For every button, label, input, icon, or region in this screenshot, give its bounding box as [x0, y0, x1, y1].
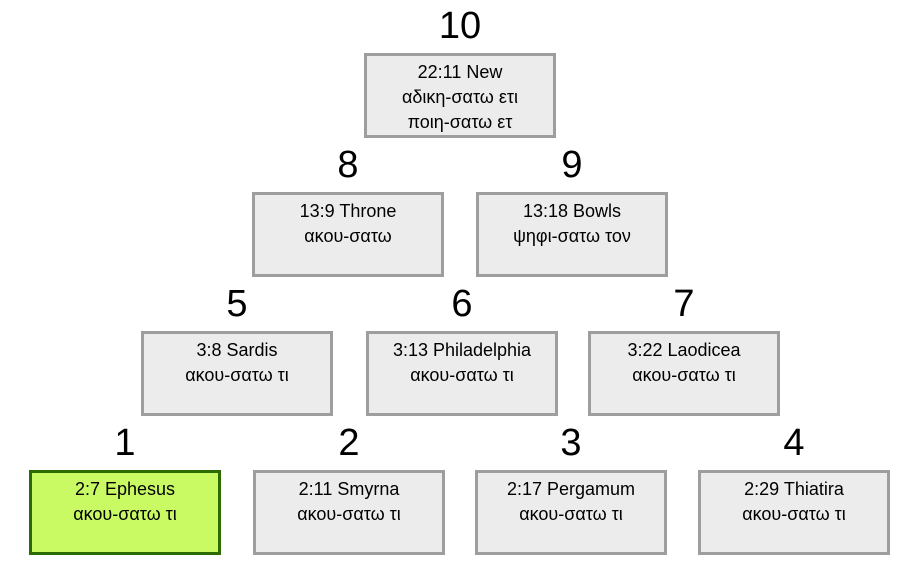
node-number: 8 [337, 144, 359, 186]
node-greek-text: ψηφι-σατω τον [513, 226, 631, 246]
node-ephesus: 1 2:7 Ephesus ακου-σατω τι [29, 421, 221, 555]
node-reference: 3:22 Laodicea [627, 340, 741, 360]
node-sardis: 5 3:8 Sardis ακου-σατω τι [141, 282, 333, 416]
node-box-sardis[interactable]: 3:8 Sardis ακου-σατω τι [141, 331, 333, 416]
node-greek-text: ακου-σατω τι [185, 365, 289, 385]
node-reference: 3:8 Sardis [196, 340, 278, 360]
node-bowls: 9 13:18 Bowls ψηφι-σατω τον [476, 143, 668, 277]
node-reference: 13:18 Bowls [522, 201, 622, 221]
node-greek-text: ακου-σατω τι [410, 365, 514, 385]
node-number: 10 [438, 5, 482, 47]
node-greek-text: ακου-σατω τι [519, 504, 623, 524]
node-number: 9 [561, 144, 583, 186]
node-greek-text: ακου-σατω τι [632, 365, 736, 385]
node-reference: 3:13 Philadelphia [392, 340, 532, 360]
node-box-ephesus-selected[interactable]: 2:7 Ephesus ακου-σατω τι [29, 470, 221, 555]
node-pergamum: 3 2:17 Pergamum ακου-σατω τι [475, 421, 667, 555]
node-box-pergamum[interactable]: 2:17 Pergamum ακου-σατω τι [475, 470, 667, 555]
node-box-smyrna[interactable]: 2:11 Smyrna ακου-σατω τι [253, 470, 445, 555]
node-reference: 22:11 New [417, 62, 503, 82]
node-box-thiatira[interactable]: 2:29 Thiatira ακου-σατω τι [698, 470, 890, 555]
node-box-bowls[interactable]: 13:18 Bowls ψηφι-σατω τον [476, 192, 668, 277]
node-greek-text-2: ποιη-σατω ετ [407, 112, 513, 132]
node-greek-text: ακου-σατω τι [742, 504, 846, 524]
node-greek-text: αδικη-σατω ετι [402, 87, 518, 107]
node-number: 7 [673, 283, 695, 325]
node-greek-text: ακου-σατω [304, 226, 392, 246]
node-smyrna: 2 2:11 Smyrna ακου-σατω τι [253, 421, 445, 555]
node-number: 5 [226, 283, 248, 325]
node-number: 6 [451, 283, 473, 325]
node-thiatira: 4 2:29 Thiatira ακου-σατω τι [698, 421, 890, 555]
node-box-throne[interactable]: 13:9 Throne ακου-σατω [252, 192, 444, 277]
node-number: 2 [338, 422, 360, 464]
node-greek-text: ακου-σατω τι [73, 504, 177, 524]
node-reference: 2:11 Smyrna [298, 479, 400, 499]
node-greek-text: ακου-σατω τι [297, 504, 401, 524]
node-number: 1 [114, 422, 136, 464]
node-number: 4 [783, 422, 805, 464]
node-reference: 2:7 Ephesus [74, 479, 176, 499]
node-new: 10 22:11 New αδικη-σατω ετι ποιη-σατω ετ [364, 4, 556, 138]
node-laodicea: 7 3:22 Laodicea ακου-σατω τι [588, 282, 780, 416]
node-box-philadelphia[interactable]: 3:13 Philadelphia ακου-σατω τι [366, 331, 558, 416]
node-box-new[interactable]: 22:11 New αδικη-σατω ετι ποιη-σατω ετ [364, 53, 556, 138]
node-reference: 2:17 Pergamum [506, 479, 636, 499]
node-philadelphia: 6 3:13 Philadelphia ακου-σατω τι [366, 282, 558, 416]
node-reference: 2:29 Thiatira [744, 479, 844, 499]
node-throne: 8 13:9 Throne ακου-σατω [252, 143, 444, 277]
node-reference: 13:9 Throne [299, 201, 397, 221]
node-number: 3 [560, 422, 582, 464]
node-box-laodicea[interactable]: 3:22 Laodicea ακου-σατω τι [588, 331, 780, 416]
